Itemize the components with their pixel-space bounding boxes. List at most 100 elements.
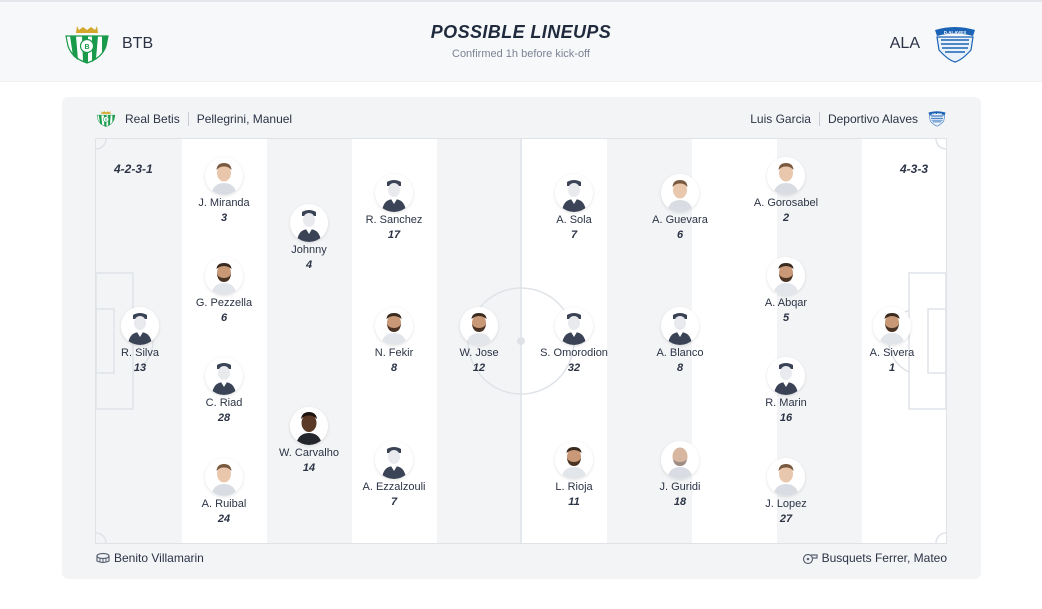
player-number: 12 — [472, 362, 486, 374]
player-name: R. Sanchez — [365, 214, 423, 226]
player-name: S. Omorodion — [540, 347, 608, 359]
away-team[interactable]: ALA — [890, 24, 978, 64]
player-avatar — [375, 441, 413, 479]
player-number: 11 — [568, 496, 580, 508]
stadium-icon — [96, 552, 110, 564]
whistle-icon — [802, 553, 818, 565]
player-home-midfielder[interactable]: Johnny 4 — [264, 204, 354, 271]
home-team-name[interactable]: Real Betis — [125, 111, 180, 126]
player-number: 2 — [782, 212, 790, 224]
away-team-abbr: ALA — [889, 35, 920, 52]
player-home-attacking-mid[interactable]: N. Fekir 8 — [349, 307, 439, 374]
player-away-midfielder[interactable]: A. Guevara 6 — [635, 174, 725, 241]
player-photo-icon — [205, 157, 243, 195]
real-betis-crest-icon — [96, 110, 116, 127]
player-photo-icon — [375, 307, 413, 345]
player-away-winger[interactable]: A. Sola 7 — [529, 174, 619, 241]
player-name: N. Fekir — [374, 347, 414, 359]
player-home-striker[interactable]: W. Jose 12 — [434, 307, 524, 374]
player-away-defender[interactable]: A. Abqar 5 — [741, 257, 831, 324]
player-away-defender[interactable]: J. Lopez 27 — [741, 458, 831, 525]
player-photo-icon — [205, 458, 243, 496]
player-name: A. Sivera — [869, 347, 915, 359]
player-avatar — [290, 204, 328, 242]
stadium-name: Benito Villamarin — [114, 551, 204, 565]
player-name: A. Ezzalzouli — [362, 481, 426, 493]
player-away-striker[interactable]: S. Omorodion 32 — [529, 307, 619, 374]
away-coach[interactable]: Luis Garcia — [750, 111, 811, 126]
player-photo-icon — [873, 307, 911, 345]
player-name: A. Ruibal — [201, 498, 247, 510]
pitch: 4-2-3-1 4-3-3 R. Silva 13 J. Miranda 3 G… — [95, 138, 947, 544]
player-number: 3 — [220, 212, 228, 224]
player-away-winger[interactable]: L. Rioja 11 — [529, 441, 619, 508]
player-avatar — [121, 307, 159, 345]
player-name: J. Lopez — [765, 498, 807, 510]
player-silhouette-icon — [767, 357, 805, 395]
player-avatar — [767, 157, 805, 195]
player-number: 7 — [390, 496, 398, 508]
player-silhouette-icon — [121, 307, 159, 345]
player-photo-icon — [460, 307, 498, 345]
player-home-defender[interactable]: A. Ruibal 24 — [179, 458, 269, 525]
player-number: 7 — [570, 229, 578, 241]
player-photo-icon — [555, 441, 593, 479]
player-avatar — [205, 357, 243, 395]
player-silhouette-icon — [205, 357, 243, 395]
player-name: W. Jose — [459, 347, 499, 359]
player-home-attacking-mid[interactable]: A. Ezzalzouli 7 — [349, 441, 439, 508]
home-team-info: Real Betis Pellegrini, Manuel — [96, 110, 292, 127]
player-away-goalkeeper[interactable]: A. Sivera 1 — [847, 307, 937, 374]
player-number: 24 — [217, 513, 231, 525]
player-photo-icon — [290, 407, 328, 445]
player-number: 6 — [220, 312, 228, 324]
player-number: 8 — [676, 362, 684, 374]
player-name: R. Silva — [121, 347, 159, 359]
divider — [818, 111, 820, 126]
pitch-stripe — [692, 139, 777, 543]
player-avatar — [767, 257, 805, 295]
player-name: Johnny — [291, 244, 327, 256]
player-avatar — [873, 307, 911, 345]
title-block: POSSIBLE LINEUPS Confirmed 1h before kic… — [0, 22, 1042, 60]
player-home-defender[interactable]: J. Miranda 3 — [179, 157, 269, 224]
player-home-defender[interactable]: C. Riad 28 — [179, 357, 269, 424]
player-name: A. Sola — [556, 214, 592, 226]
player-away-midfielder[interactable]: J. Guridi 18 — [635, 441, 725, 508]
player-name: C. Riad — [205, 397, 243, 409]
player-silhouette-icon — [290, 204, 328, 242]
deportivo-alaves-crest-icon — [932, 24, 978, 64]
player-number: 1 — [888, 362, 896, 374]
player-name: A. Gorosabel — [753, 197, 819, 209]
referee-info: Busquets Ferrer, Mateo — [802, 551, 947, 565]
player-number: 16 — [779, 412, 793, 424]
player-home-midfielder[interactable]: W. Carvalho 14 — [264, 407, 354, 474]
player-avatar — [460, 307, 498, 345]
player-silhouette-icon — [375, 441, 413, 479]
referee-name: Busquets Ferrer, Mateo — [821, 551, 947, 565]
player-home-attacking-mid[interactable]: R. Sanchez 17 — [349, 174, 439, 241]
player-name: L. Rioja — [555, 481, 593, 493]
home-coach[interactable]: Pellegrini, Manuel — [196, 111, 293, 126]
player-away-midfielder[interactable]: A. Blanco 8 — [635, 307, 725, 374]
player-name: A. Blanco — [656, 347, 704, 359]
player-number: 27 — [779, 513, 793, 525]
player-name: A. Abqar — [764, 297, 808, 309]
player-number: 13 — [133, 362, 147, 374]
stadium-info: Benito Villamarin — [96, 551, 204, 565]
player-away-defender[interactable]: A. Gorosabel 2 — [741, 157, 831, 224]
player-home-defender[interactable]: G. Pezzella 6 — [179, 257, 269, 324]
player-home-goalkeeper[interactable]: R. Silva 13 — [96, 307, 185, 374]
player-number: 17 — [387, 229, 401, 241]
player-silhouette-icon — [375, 174, 413, 212]
divider — [187, 111, 189, 126]
player-avatar — [661, 307, 699, 345]
player-number: 14 — [302, 462, 316, 474]
player-photo-icon — [767, 257, 805, 295]
away-formation: 4-3-3 — [899, 162, 928, 176]
player-avatar — [661, 174, 699, 212]
player-away-defender[interactable]: R. Marin 16 — [741, 357, 831, 424]
player-avatar — [767, 357, 805, 395]
away-team-name[interactable]: Deportivo Alaves — [827, 111, 918, 126]
home-team[interactable]: BTB — [64, 24, 153, 64]
